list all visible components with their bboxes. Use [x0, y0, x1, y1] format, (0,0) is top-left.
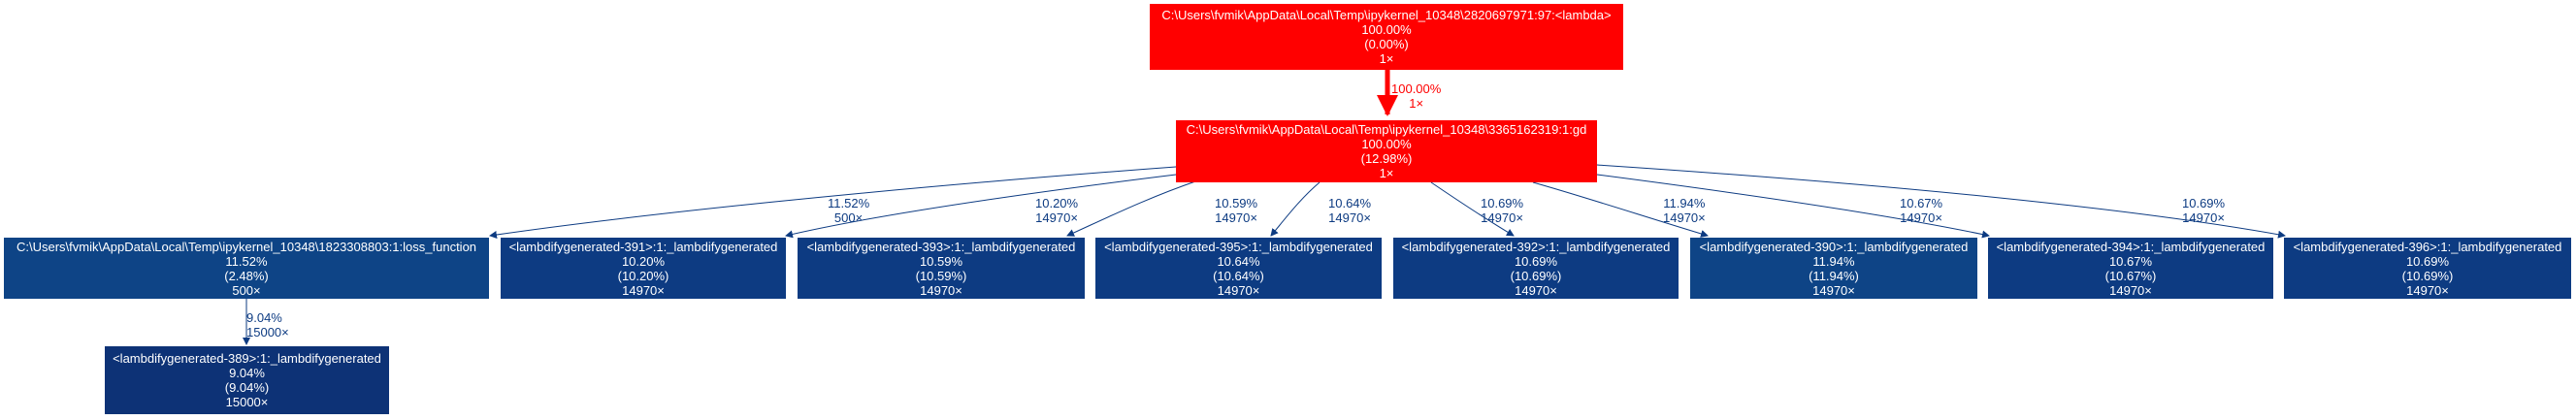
node-total: 100.00% — [1361, 22, 1412, 37]
edge-label-gd-lg390: 11.94% 14970× — [1663, 196, 1706, 225]
node-calls: 1× — [1379, 166, 1394, 180]
node-calls: 1× — [1379, 51, 1394, 66]
node-self: (9.04%) — [224, 380, 270, 395]
node-gd[interactable]: C:\Users\fvmik\AppData\Local\Temp\ipyker… — [1176, 120, 1597, 182]
node-total: 10.59% — [919, 253, 963, 269]
node-name: <lambdifygenerated-392>:1:_lambdifygener… — [1401, 239, 1671, 254]
edge-calls: 14970× — [1215, 210, 1257, 225]
edge-calls: 1× — [1409, 96, 1424, 111]
node-self: (10.64%) — [1213, 268, 1264, 283]
edge-calls: 14970× — [1663, 210, 1706, 225]
node-lambdify-392[interactable]: <lambdifygenerated-392>:1:_lambdifygener… — [1393, 238, 1679, 299]
edge-gd-to-lg393 — [1066, 179, 1199, 237]
edge-pct: 10.69% — [1481, 196, 1524, 210]
node-self: (2.48%) — [224, 268, 269, 283]
node-total: 11.94% — [1812, 253, 1855, 269]
edge-pct: 9.04% — [246, 310, 282, 325]
edge-label-gd-lg393: 10.59% 14970× — [1215, 196, 1257, 225]
edge-label-gd-lg396: 10.69% 14970× — [2182, 196, 2225, 225]
edge-gd-to-lg396 — [1596, 164, 2286, 239]
edge-gd-to-loss — [489, 166, 1177, 239]
node-total: 11.52% — [225, 253, 268, 269]
edge-calls: 500× — [833, 210, 864, 225]
node-calls: 14970× — [1217, 282, 1260, 298]
node-calls: 14970× — [2109, 282, 2152, 298]
edge-pct: 10.59% — [1215, 196, 1258, 210]
node-name: C:\Users\fvmik\AppData\Local\Temp\ipyker… — [1186, 122, 1587, 137]
edge-gd-to-lg394 — [1596, 174, 1990, 239]
node-name: <lambdifygenerated-391>:1:_lambdifygener… — [508, 239, 778, 254]
node-name: <lambdifygenerated-393>:1:_lambdifygener… — [806, 239, 1076, 254]
edge-label-gd-loss: 11.52% 500× — [828, 196, 869, 225]
edge-label-gd-lg394: 10.67% 14970× — [1900, 196, 1942, 225]
node-total: 10.67% — [2108, 253, 2153, 269]
node-self: (12.98%) — [1360, 151, 1413, 166]
edge-label-root-gd: 100.00% 1× — [1391, 81, 1441, 111]
edge-pct: 11.52% — [828, 196, 870, 210]
node-calls: 14970× — [1812, 282, 1855, 298]
node-lambdify-395[interactable]: <lambdifygenerated-395>:1:_lambdifygener… — [1095, 238, 1382, 299]
node-lambdify-393[interactable]: <lambdifygenerated-393>:1:_lambdifygener… — [798, 238, 1085, 299]
node-self: (10.67%) — [2104, 268, 2157, 283]
node-calls: 15000× — [225, 395, 269, 409]
edge-pct: 10.67% — [1900, 196, 1943, 210]
node-total: 100.00% — [1361, 137, 1412, 151]
edge-gd-to-lg391 — [785, 174, 1177, 239]
edge-label-loss-lg389: 9.04% 15000× — [246, 310, 289, 339]
edge-label-gd-lg392: 10.69% 14970× — [1481, 196, 1523, 225]
node-name: <lambdifygenerated-395>:1:_lambdifygener… — [1104, 239, 1373, 254]
node-self: (10.69%) — [1510, 268, 1562, 283]
edge-gd-to-lg395 — [1270, 181, 1321, 237]
edge-calls: 15000× — [246, 325, 289, 339]
edge-calls: 14970× — [1481, 210, 1523, 225]
node-self: (0.00%) — [1364, 37, 1409, 51]
node-calls: 14970× — [2406, 282, 2449, 298]
node-name: <lambdifygenerated-396>:1:_lambdifygener… — [2293, 239, 2562, 254]
node-lambdify-396[interactable]: <lambdifygenerated-396>:1:_lambdifygener… — [2284, 238, 2571, 299]
node-lambdify-390[interactable]: <lambdifygenerated-390>:1:_lambdifygener… — [1690, 238, 1977, 299]
node-root-lambda[interactable]: C:\Users\fvmik\AppData\Local\Temp\ipyker… — [1150, 4, 1623, 70]
node-loss-function[interactable]: C:\Users\fvmik\AppData\Local\Temp\ipyker… — [4, 238, 489, 299]
edge-calls: 14970× — [1035, 210, 1078, 225]
node-name: <lambdifygenerated-394>:1:_lambdifygener… — [1996, 239, 2266, 254]
node-total: 10.69% — [1514, 253, 1558, 269]
node-calls: 14970× — [920, 282, 962, 298]
node-name: C:\Users\fvmik\AppData\Local\Temp\ipyker… — [16, 239, 477, 254]
node-calls: 500× — [232, 282, 261, 298]
node-name: <lambdifygenerated-390>:1:_lambdifygener… — [1699, 239, 1969, 254]
edge-calls: 14970× — [1328, 210, 1371, 225]
node-lambdify-389[interactable]: <lambdifygenerated-389>:1:_lambdifygener… — [105, 346, 389, 414]
node-total: 10.69% — [2405, 253, 2450, 269]
edge-pct: 100.00% — [1391, 81, 1442, 96]
node-calls: 14970× — [1515, 282, 1557, 298]
edge-calls: 14970× — [1900, 210, 1942, 225]
node-self: (10.59%) — [915, 268, 967, 283]
node-total: 10.64% — [1217, 253, 1260, 269]
node-self: (10.69%) — [2401, 268, 2454, 283]
edge-pct: 11.94% — [1663, 196, 1706, 210]
edge-gd-to-lg390 — [1532, 181, 1709, 238]
node-total: 10.20% — [621, 253, 666, 269]
edge-gd-to-lg392 — [1430, 181, 1515, 237]
edge-label-gd-lg391: 10.20% 14970× — [1035, 196, 1078, 225]
edge-pct: 10.20% — [1035, 196, 1079, 210]
edge-pct: 10.69% — [2182, 196, 2226, 210]
node-name: C:\Users\fvmik\AppData\Local\Temp\ipyker… — [1161, 8, 1612, 22]
edge-pct: 10.64% — [1328, 196, 1372, 210]
edge-calls: 14970× — [2182, 210, 2225, 225]
node-lambdify-394[interactable]: <lambdifygenerated-394>:1:_lambdifygener… — [1988, 238, 2273, 299]
node-total: 9.04% — [229, 366, 265, 380]
node-self: (10.20%) — [617, 268, 669, 283]
node-calls: 14970× — [622, 282, 665, 298]
node-self: (11.94%) — [1809, 268, 1859, 283]
edge-label-gd-lg395: 10.64% 14970× — [1328, 196, 1371, 225]
node-lambdify-391[interactable]: <lambdifygenerated-391>:1:_lambdifygener… — [501, 238, 786, 299]
node-name: <lambdifygenerated-389>:1:_lambdifygener… — [113, 351, 381, 366]
